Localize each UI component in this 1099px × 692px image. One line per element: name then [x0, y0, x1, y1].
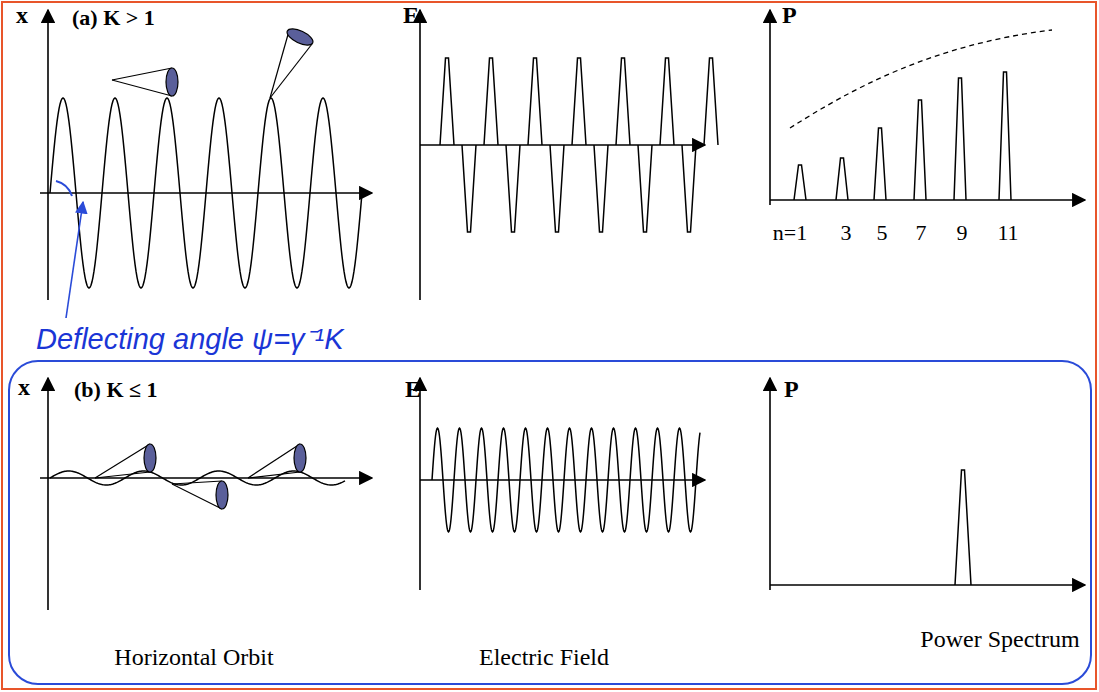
harmonic-number: 9 — [957, 220, 968, 246]
field-spike — [616, 58, 630, 145]
panel-caption: Electric Field — [479, 644, 609, 671]
axis — [770, 584, 1085, 586]
axis-label: P — [782, 2, 797, 29]
harmonic-number: 7 — [916, 220, 927, 246]
cone-edge — [172, 484, 222, 509]
axis — [769, 378, 771, 590]
axis-label: E — [405, 376, 421, 403]
radiation-cones — [95, 26, 315, 509]
group-band: x (b) K ≤ 1 E P Horizontal Orbit Electric Fie… — [8, 360, 1092, 685]
field-spike — [682, 145, 696, 232]
axis-label: x — [16, 2, 28, 29]
field-spike — [638, 145, 652, 232]
axis — [770, 199, 1085, 201]
field-spike — [440, 58, 454, 145]
harmonic-peak — [794, 165, 806, 200]
field-spike — [704, 58, 718, 145]
angle-arc — [56, 181, 72, 196]
axes — [40, 10, 1085, 610]
harmonic-number: 11 — [997, 220, 1018, 246]
harmonic-number: 5 — [877, 220, 888, 246]
orbit-wave — [50, 471, 345, 485]
case-label: (b) K ≤ 1 — [74, 377, 158, 403]
axis — [47, 378, 49, 610]
axis — [419, 10, 421, 300]
annotation: Deflecting angle ψ=γ⁻¹K — [36, 318, 344, 357]
cone-mouth — [216, 481, 228, 509]
cone-edge — [112, 68, 172, 80]
harmonic-peak — [955, 470, 971, 585]
axis-label: P — [784, 376, 799, 403]
harmonic-number: 3 — [841, 220, 852, 246]
harmonic-peak — [874, 128, 886, 200]
axis — [47, 10, 49, 300]
cone-mouth — [144, 444, 156, 472]
axis — [419, 378, 421, 590]
case-label: (a) K > 1 — [72, 5, 155, 31]
cone-mouth — [294, 444, 306, 472]
harmonic-peak — [914, 100, 926, 200]
cone-edge — [95, 444, 150, 478]
field-spike — [462, 145, 476, 232]
axis — [769, 10, 771, 205]
orbit-wave — [50, 98, 362, 288]
cone-edge — [112, 80, 172, 96]
cone-edge — [270, 31, 289, 98]
harmonic-number: n=1 — [773, 220, 807, 246]
cone-edge — [172, 481, 222, 484]
axis-label: E — [403, 2, 419, 29]
cone-edge — [95, 472, 150, 478]
envelope-curve — [790, 30, 1052, 128]
cone-edge — [270, 44, 312, 98]
harmonic-peak — [954, 78, 966, 200]
field-wave — [432, 428, 700, 532]
harmonic-peak — [836, 158, 848, 200]
panel-caption: Horizontal Orbit — [114, 644, 273, 671]
curves — [50, 58, 1011, 585]
axis-label: x — [18, 374, 30, 401]
field-spike — [506, 145, 520, 232]
cone-edge — [248, 444, 300, 478]
leader-arrow — [66, 202, 83, 318]
panel-caption: Power Spectrum — [920, 626, 1079, 653]
field-spike — [660, 58, 674, 145]
field-spike — [572, 58, 586, 145]
cone-mouth — [166, 68, 178, 96]
field-spike — [550, 145, 564, 232]
field-spike — [594, 145, 608, 232]
cone-edge — [248, 472, 300, 478]
cone-mouth — [285, 26, 315, 49]
field-spike — [528, 58, 542, 145]
harmonic-peak — [999, 72, 1011, 200]
field-spike — [484, 58, 498, 145]
